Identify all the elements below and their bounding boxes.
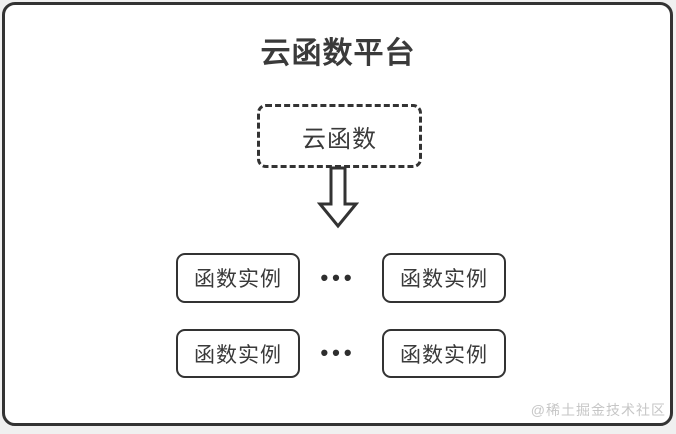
ellipsis-row2: ••• xyxy=(320,340,356,365)
function-instance-label: 函数实例 xyxy=(400,343,488,367)
function-instance-label: 函数实例 xyxy=(400,268,488,291)
function-instance-label: 函数实例 xyxy=(194,268,282,291)
cloud-function-label: 云函数 xyxy=(302,125,377,153)
function-instance-label: 函数实例 xyxy=(194,343,282,367)
down-arrow-icon xyxy=(317,166,359,229)
diagram-title: 云函数平台 xyxy=(260,37,416,70)
function-instance-node: 函数实例 xyxy=(176,253,300,303)
function-instance-node: 函数实例 xyxy=(382,253,506,303)
cloud-function-node: 云函数 xyxy=(257,104,422,168)
watermark: @稀土掘金技术社区 xyxy=(530,402,666,418)
function-instance-node: 函数实例 xyxy=(176,329,300,378)
ellipsis-row1: ••• xyxy=(320,265,356,290)
function-instance-node: 函数实例 xyxy=(382,329,506,378)
